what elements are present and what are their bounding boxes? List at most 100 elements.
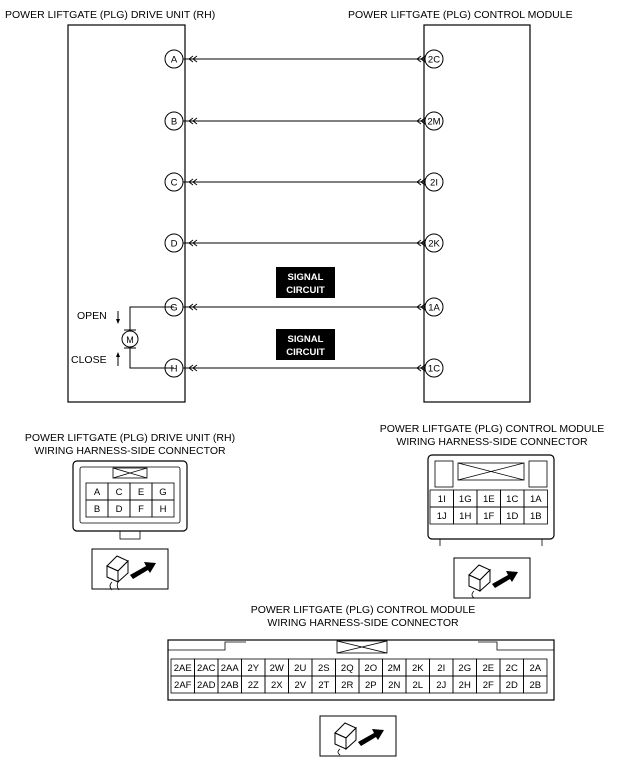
drive-connector-cell-label: E (138, 487, 144, 498)
module-small-cell-label: 1A (530, 494, 542, 505)
pin-label-2M: 2M (427, 117, 440, 128)
module-small-connector: 1I 1G 1E 1C 1A 1J 1H 1F 1D 1B (427, 454, 555, 546)
module-large-cell-label: 2S (318, 663, 330, 674)
module-large-cell-label: 2R (341, 680, 353, 691)
pin-label-1C: 1C (428, 364, 440, 375)
module-large-cell-label: 2P (365, 680, 377, 691)
module-large-cell-label: 2E (482, 663, 494, 674)
module-large-cell-label: 2U (294, 663, 306, 674)
drive-connector-cell-label: B (94, 504, 100, 515)
signal-label-2-line1: SIGNAL (288, 334, 324, 345)
module-large-cell-label: 2F (483, 680, 494, 691)
pin-A (164, 49, 184, 69)
module-large-cell-label: 2X (271, 680, 283, 691)
pin-label-G: G (170, 303, 177, 314)
module-large-cell-label: 2A (529, 663, 541, 674)
module-small-cell-label: 1B (530, 511, 542, 522)
module-large-cell-label: 2Q (341, 663, 354, 674)
pin-2I (424, 172, 444, 192)
pin-label-2I: 2I (430, 178, 438, 189)
close-label: CLOSE (71, 354, 107, 366)
pin-label-2K: 2K (428, 239, 440, 250)
module-small-cell-label: 1G (459, 494, 472, 505)
drive-connector-cell-label: F (138, 504, 144, 515)
module-large-cell-label: 2H (459, 680, 471, 691)
module-large-cell-label: 2AF (174, 680, 192, 691)
motor-circuit: M OPEN CLOSE (71, 306, 174, 369)
pin-B (164, 111, 184, 131)
module-small-cell-label: 1D (506, 511, 518, 522)
module-large-cell-label: 2AC (197, 663, 216, 674)
drive-unit-box (67, 24, 186, 403)
signal-label-1-line1: SIGNAL (288, 272, 324, 283)
wire-G-1A: G 1A (164, 297, 444, 317)
pin-1A (424, 297, 444, 317)
signal-circuit-label-1: SIGNAL CIRCUIT (276, 267, 335, 298)
wire-D-2K: D 2K (164, 233, 444, 253)
drive-connector-cell-label: D (116, 504, 123, 515)
module-large-cell-label: 2I (437, 663, 445, 674)
signal-label-1-line2: CIRCUIT (286, 285, 325, 296)
module-large-cell (523, 675, 548, 694)
module-large-cell-label: 2J (436, 680, 446, 691)
module-large-cell-label: 2AE (174, 663, 192, 674)
pin-label-C: C (171, 178, 178, 189)
module-large-cell-label: 2V (294, 680, 306, 691)
module-small-cell-label: 1I (438, 494, 446, 505)
module-large-cell-label: 2B (529, 680, 541, 691)
pin-label-D: D (171, 239, 178, 250)
pin-label-A: A (171, 55, 178, 66)
module-small-title-2: WIRING HARNESS-SIDE CONNECTOR (396, 436, 588, 448)
module-small-cell-label: 1E (483, 494, 495, 505)
module-small-title-1: POWER LIFTGATE (PLG) CONTROL MODULE (380, 423, 605, 435)
drive-connector-cell-label: H (160, 504, 167, 515)
open-label: OPEN (77, 310, 107, 322)
pin-C (164, 172, 184, 192)
drive-unit-heading: POWER LIFTGATE (PLG) DRIVE UNIT (RH) (5, 9, 215, 21)
module-large-cell-label: 2G (458, 663, 471, 674)
module-small-cell-label: 1J (437, 511, 447, 522)
pin-2M (424, 111, 444, 131)
module-large-title-2: WIRING HARNESS-SIDE CONNECTOR (267, 617, 459, 629)
module-large-cell-label: 2C (506, 663, 518, 674)
drive-connector-cell-label: G (159, 487, 166, 498)
control-module-heading: POWER LIFTGATE (PLG) CONTROL MODULE (348, 9, 573, 21)
motor-symbol: M (126, 335, 134, 345)
wire-H-1C: H 1C (164, 358, 444, 378)
wire-C-2I: C 2I (164, 172, 444, 192)
module-large-cell-label: 2AA (221, 663, 240, 674)
module-large-cell-label: 2Z (248, 680, 259, 691)
pin-2K (424, 233, 444, 253)
module-small-view-icon (453, 557, 531, 599)
signal-circuit-label-2: SIGNAL CIRCUIT (276, 329, 335, 360)
motor-icon (121, 330, 139, 348)
module-small-cell (523, 506, 548, 525)
pin-2C (424, 49, 444, 69)
module-small-cell-label: 1F (483, 511, 494, 522)
pin-D (164, 233, 184, 253)
drive-connector-cell-label: C (116, 487, 123, 498)
module-large-cell-label: 2T (318, 680, 329, 691)
module-large-cell-label: 2L (412, 680, 423, 691)
module-large-cell-label: 2AD (197, 680, 216, 691)
control-module-box (423, 24, 531, 403)
pin-1C (424, 358, 444, 378)
drive-connector-title-1: POWER LIFTGATE (PLG) DRIVE UNIT (RH) (25, 432, 235, 444)
module-small-cell-label: 1H (459, 511, 471, 522)
module-small-cell-label: 1C (506, 494, 518, 505)
drive-connector-view-icon (91, 548, 169, 591)
module-large-cell-label: 2N (388, 680, 400, 691)
module-large-cell-label: 2O (364, 663, 377, 674)
module-large-view-icon (319, 715, 397, 757)
module-large-cell-label: 2K (412, 663, 424, 674)
pin-label-H: H (171, 364, 178, 375)
drive-connector-title-2: WIRING HARNESS-SIDE CONNECTOR (34, 445, 226, 457)
drive-connector-cell (151, 499, 175, 518)
pin-label-1A: 1A (428, 303, 440, 314)
module-large-title-1: POWER LIFTGATE (PLG) CONTROL MODULE (251, 604, 476, 616)
